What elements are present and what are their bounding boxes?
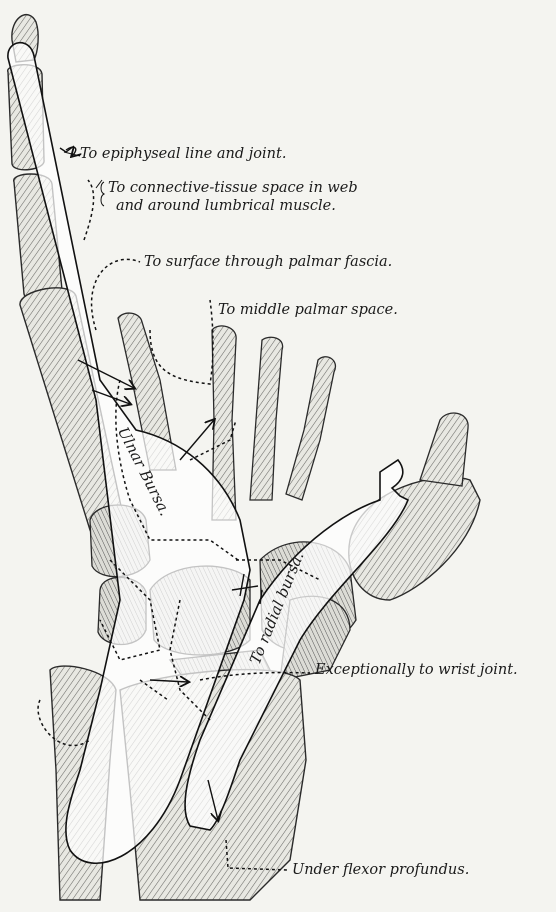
label-connective-line2: and around lumbrical muscle. <box>116 198 336 214</box>
label-epiphyseal: To epiphyseal line and joint. <box>80 146 286 162</box>
label-flexor: Under flexor profundus. <box>292 862 469 878</box>
label-middle-palmar: To middle palmar space. <box>218 302 398 318</box>
label-surface: To surface through palmar fascia. <box>144 254 392 270</box>
brace <box>101 182 104 206</box>
label-connective-line1: To connective-tissue space in web <box>108 180 358 196</box>
thumb-phalanx <box>420 413 468 486</box>
label-wrist-joint: Exceptionally to wrist joint. <box>315 662 518 678</box>
